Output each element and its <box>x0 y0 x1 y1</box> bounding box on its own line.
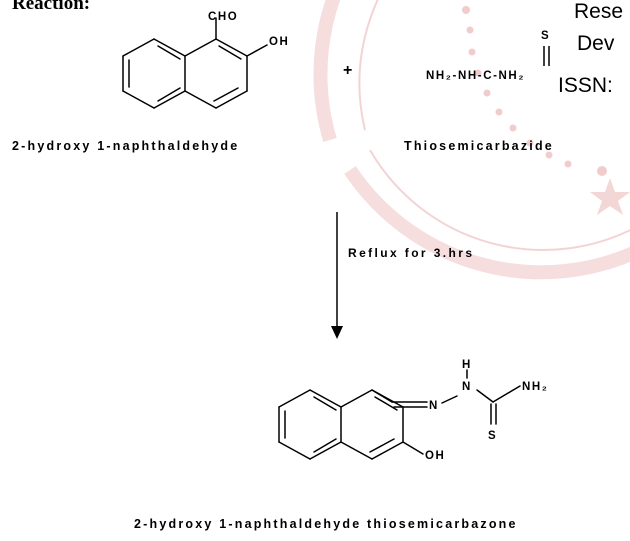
product-oh-label: OH <box>425 450 445 462</box>
product-n1-label: N <box>429 400 439 412</box>
product-h-label: H <box>462 359 472 371</box>
product-nh2-label: NH₂ <box>522 381 549 393</box>
svg-text:ISSN:: ISSN: <box>558 74 613 97</box>
naphthaldehyde-structure <box>122 17 268 109</box>
oh-label: OH <box>269 36 289 48</box>
cho-label: CHO <box>208 11 238 23</box>
svg-text:Rese: Rese <box>574 0 623 23</box>
product-name: 2-hydroxy 1-naphthaldehyde thiosemicarba… <box>134 517 518 531</box>
scheme-heading: Reaction: <box>12 0 91 14</box>
thio-s-label: S <box>541 30 550 42</box>
reactant1-name: 2-hydroxy 1-naphthaldehyde <box>12 139 240 153</box>
product-n2-label: N <box>462 381 472 393</box>
thiosemicarbazone-structure <box>278 369 521 460</box>
reaction-arrow <box>331 212 343 339</box>
plus-sign: + <box>343 62 353 79</box>
product-s-label: S <box>488 430 497 442</box>
reactant2-name: Thiosemicarbazide <box>404 139 554 153</box>
watermark-text: Rese Dev ISSN: <box>558 0 623 97</box>
reaction-condition: Reflux for 3.hrs <box>348 246 475 260</box>
svg-text:Dev: Dev <box>577 32 615 55</box>
thiosemicarbazide-structure <box>543 46 550 66</box>
thiosemicarbazide-formula: NH₂-NH-C-NH₂ <box>426 70 525 82</box>
